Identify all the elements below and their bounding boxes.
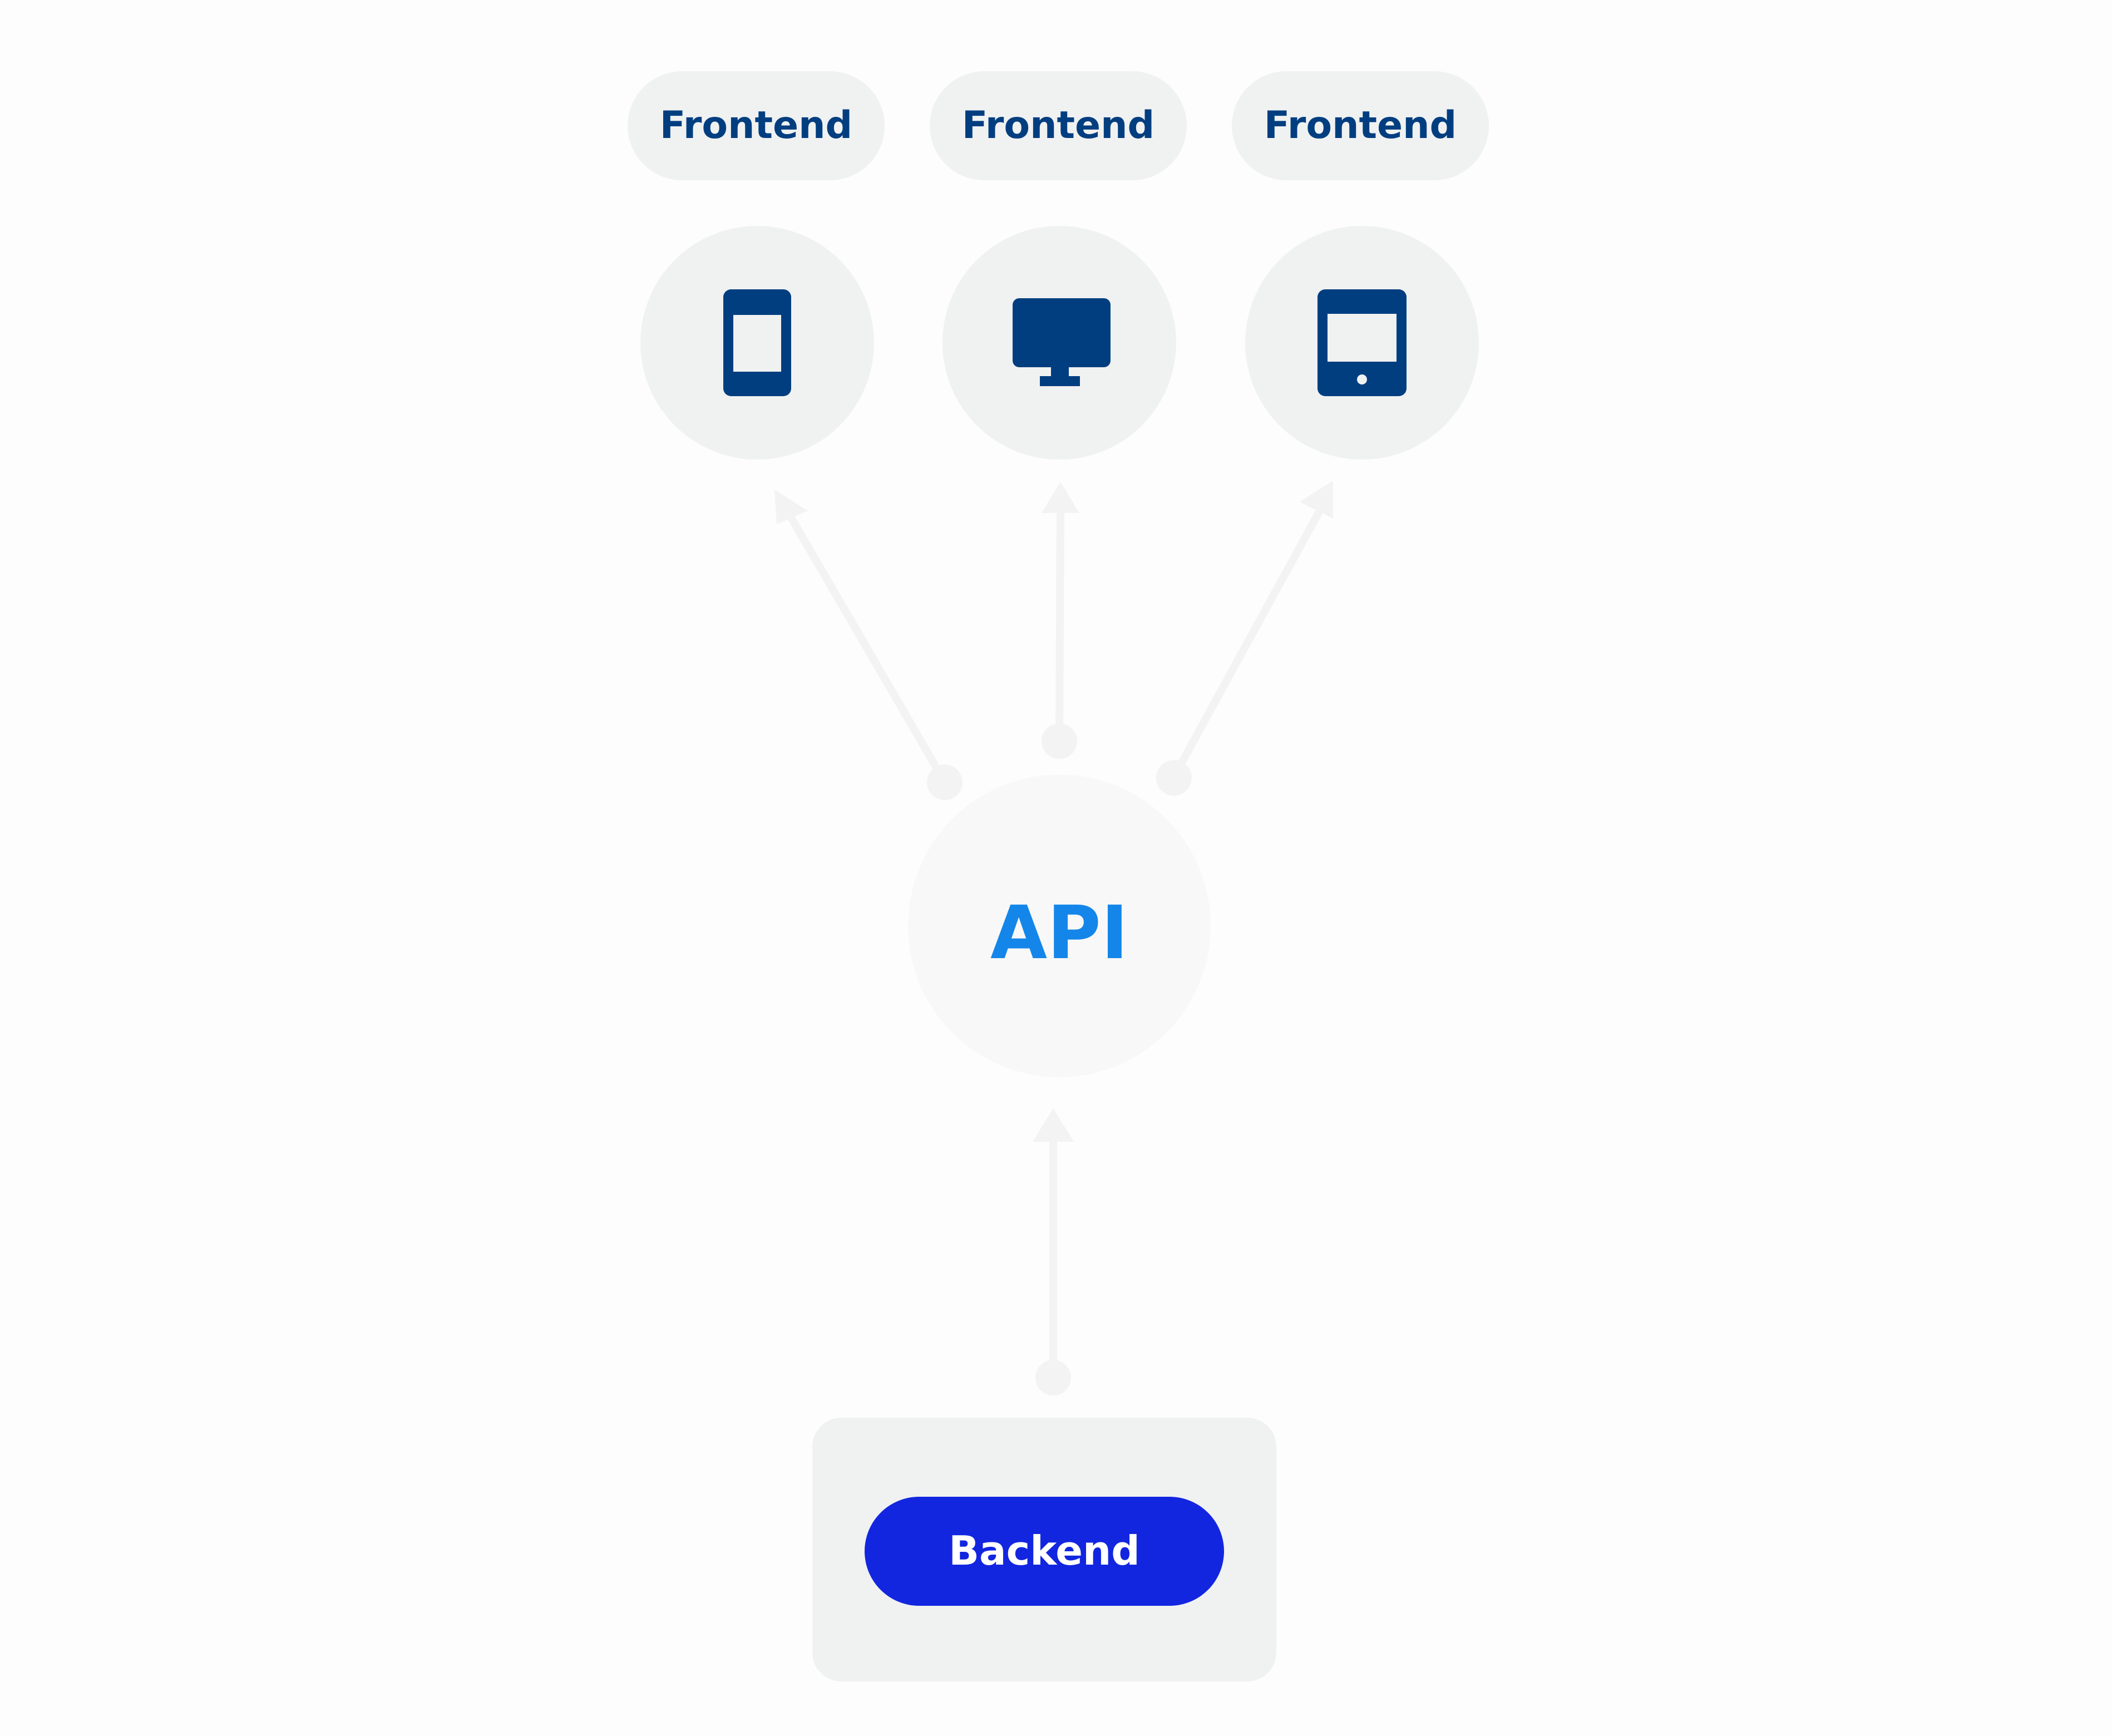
backend-pill: Backend [865, 1497, 1224, 1606]
frontend-device-smartphone [640, 226, 874, 460]
connector-api-to-tablet [1156, 481, 1333, 796]
desktop-monitor-icon [1013, 298, 1111, 386]
api-label: API [990, 890, 1128, 976]
frontend-label-1: Frontend [660, 103, 852, 147]
frontend-device-tablet [1245, 226, 1479, 460]
connector-backend-to-api [1033, 1108, 1074, 1395]
frontend-label-3: Frontend [1264, 103, 1457, 147]
frontend-label-2: Frontend [962, 103, 1154, 147]
backend-label: Backend [949, 1527, 1140, 1574]
frontend-label-pill-3: Frontend [1232, 71, 1489, 180]
frontend-label-pill-2: Frontend [930, 71, 1187, 180]
connector-api-to-desktop [1042, 482, 1079, 759]
backend-container: Backend [812, 1418, 1276, 1681]
tablet-icon [1317, 289, 1407, 396]
api-node: API [908, 775, 1211, 1077]
frontend-label-pill-1: Frontend [628, 71, 885, 180]
connector-api-to-smartphone [774, 490, 963, 800]
smartphone-icon [723, 289, 791, 396]
frontend-device-desktop [942, 226, 1176, 460]
